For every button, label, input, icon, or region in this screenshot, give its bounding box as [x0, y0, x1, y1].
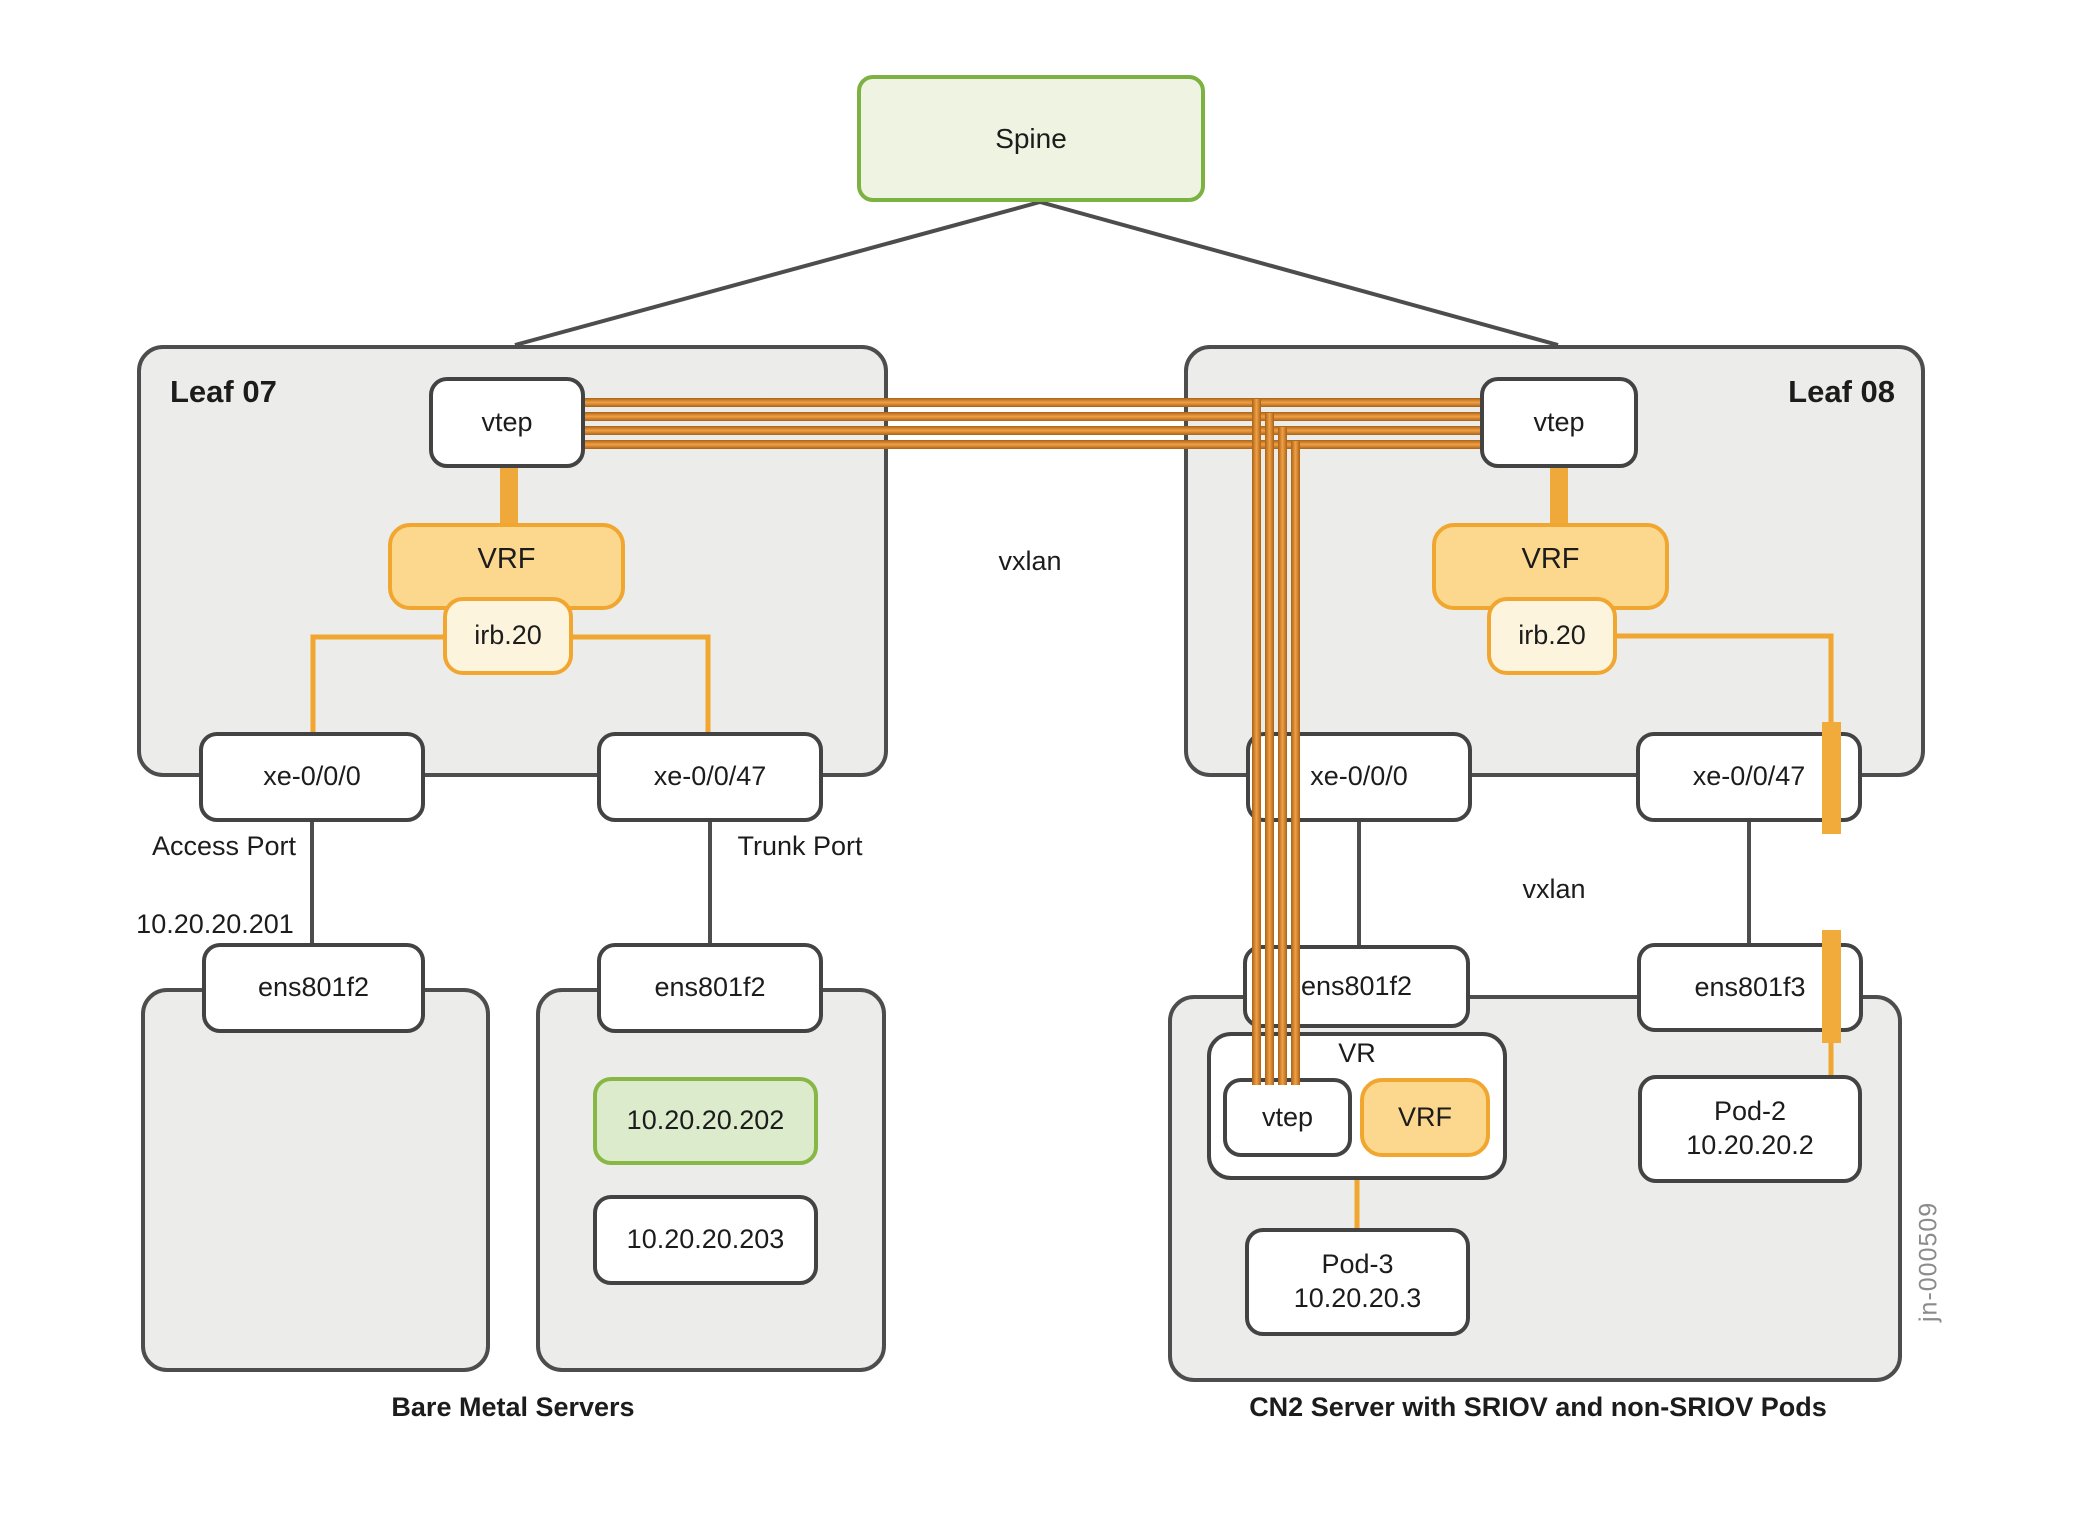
leaf07-vrf-node: VRF: [388, 523, 625, 610]
vxlan-strand-v4: [1291, 441, 1300, 1085]
bm2-nic-label: ens801f2: [654, 972, 766, 1003]
vxlan-strand-h3: [585, 426, 1480, 435]
cn2-sriov-nic-label: ens801f2: [1300, 970, 1413, 1001]
leaf07-irb-to-access-port-link: [310, 634, 445, 734]
bm1-nic-label: ens801f2: [257, 972, 370, 1003]
cn2-pod3-ip: 10.20.20.3: [1293, 1283, 1422, 1313]
spine-node: Spine: [857, 75, 1205, 202]
leaf08-irb-to-trunk-port-link: [1615, 633, 1834, 727]
cn2-ens801f3-vlan-bar: [1822, 930, 1841, 1043]
bm2-ip-secondary-node: 10.20.20.203: [593, 1195, 818, 1285]
leaf07-irb-to-trunk-port-link: [571, 634, 711, 734]
vxlan-strand-h4: [585, 440, 1480, 449]
trunk-port-label: Trunk Port: [737, 831, 863, 861]
leaf07-vrf-label: VRF: [477, 543, 536, 575]
leaf08-irb-node: irb.20: [1487, 597, 1617, 675]
leaf07-trunk-port-label: xe-0/0/47: [653, 761, 767, 792]
leaf07-vtep-label: vtep: [481, 406, 533, 437]
cn2-vr-title: VR: [1338, 1038, 1376, 1068]
leaf08-irb-label: irb.20: [1518, 620, 1586, 651]
leaf07-trunk-port-node: xe-0/0/47: [597, 732, 823, 822]
spine-label: Spine: [995, 123, 1067, 154]
leaf07-vtep-node: vtep: [429, 377, 585, 468]
bare-metal-server-1-box: [141, 988, 490, 1372]
cn2-vr-vtep-label: vtep: [1261, 1101, 1314, 1132]
leaf08-vtep-node: vtep: [1480, 377, 1638, 468]
cn2-pod3-name: Pod-3: [1321, 1249, 1394, 1280]
vxlan-right-label: vxlan: [1522, 874, 1586, 904]
bm2-nic-node: ens801f2: [597, 943, 823, 1033]
cn2-nonsriov-nic-label: ens801f3: [1694, 971, 1806, 1002]
leaf07-title: Leaf 07: [170, 374, 277, 409]
bm2-ip-secondary-label: 10.20.20.203: [626, 1224, 785, 1255]
spine-to-leaf07-link: [514, 200, 1041, 347]
spine-to-leaf08-link: [1039, 200, 1559, 347]
cn2-vr-vtep-node: vtep: [1223, 1078, 1352, 1157]
leaf08-title: Leaf 08: [1788, 374, 1895, 409]
leaf07-access-port-label: xe-0/0/0: [263, 761, 361, 792]
leaf08-vtep-label: vtep: [1533, 406, 1585, 437]
vxlan-strand-v2: [1265, 413, 1274, 1085]
vxlan-strand-h1: [585, 398, 1480, 407]
cn2-pod2-name: Pod-2: [1713, 1096, 1787, 1127]
vxlan-strand-h2: [585, 412, 1480, 421]
leaf08-vrf-label: VRF: [1521, 543, 1580, 575]
cn2-vr-vrf-label: VRF: [1398, 1101, 1452, 1132]
leaf07-irb-label: irb.20: [474, 620, 542, 651]
leaf07-irb-node: irb.20: [443, 597, 573, 675]
access-port-label: Access Port: [151, 831, 297, 861]
leaf08-trunk-port-label: xe-0/0/47: [1692, 761, 1806, 792]
cn2-caption: CN2 Server with SRIOV and non-SRIOV Pods: [1249, 1392, 1827, 1422]
bm2-ip-active-node: 10.20.20.202: [593, 1077, 818, 1165]
leaf08-access-port-label: xe-0/0/0: [1310, 761, 1408, 792]
vxlan-mid-label: vxlan: [998, 546, 1062, 576]
bm2-ip-active-label: 10.20.20.202: [626, 1105, 785, 1136]
cn2-pod2-ip: 10.20.20.2: [1686, 1130, 1814, 1160]
bare-metal-server-2-box: [536, 988, 886, 1372]
vxlan-strand-v3: [1278, 427, 1287, 1085]
leaf07-access-port-node: xe-0/0/0: [199, 732, 425, 822]
bare-metal-caption: Bare Metal Servers: [391, 1392, 635, 1422]
cn2-pod2-node: Pod-2 10.20.20.2: [1638, 1075, 1862, 1183]
vxlan-strand-v1: [1252, 399, 1261, 1085]
bm1-nic-node: ens801f2: [202, 943, 425, 1033]
cn2-pod3-node: Pod-3 10.20.20.3: [1245, 1228, 1470, 1336]
cn2-vr-vrf-node: VRF: [1360, 1078, 1490, 1157]
leaf08-trunk-port-vlan-bar: [1822, 722, 1841, 834]
ip-201-label: 10.20.20.201: [136, 909, 294, 939]
leaf08-vrf-node: VRF: [1432, 523, 1669, 610]
